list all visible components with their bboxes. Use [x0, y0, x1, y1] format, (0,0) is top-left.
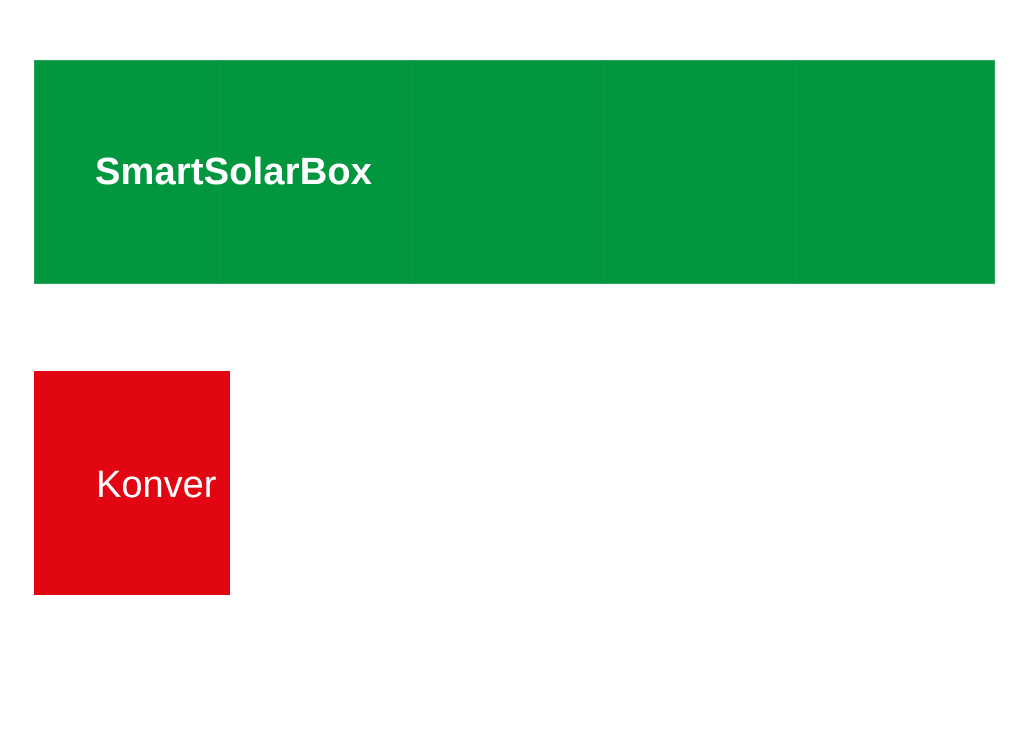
- banner-seam: [220, 60, 221, 284]
- banner-seam: [604, 60, 605, 284]
- red-panel-text: Konver: [96, 464, 217, 506]
- title-banner: SmartSolarBox: [34, 60, 995, 284]
- banner-title: SmartSolarBox: [95, 151, 373, 193]
- red-panel: Konver: [34, 371, 230, 595]
- banner-seam: [795, 60, 796, 284]
- banner-seam: [412, 60, 413, 284]
